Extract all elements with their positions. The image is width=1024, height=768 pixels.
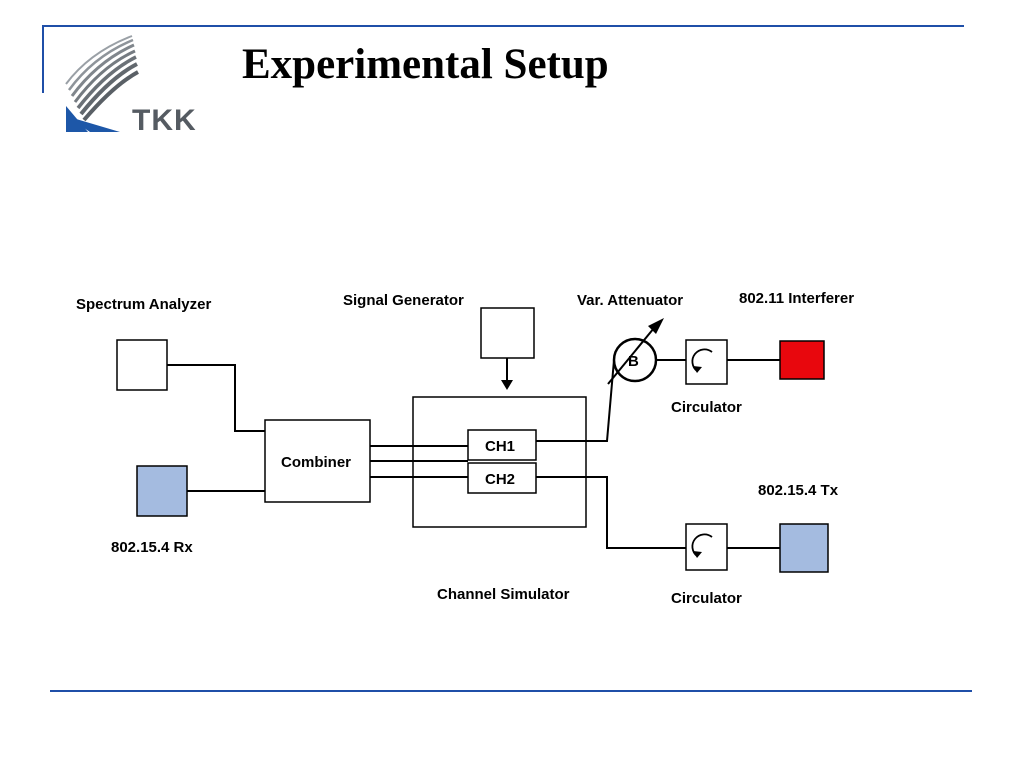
tx-device-box bbox=[779, 523, 829, 573]
tkk-logo-icon bbox=[65, 35, 139, 132]
interferer-device-box bbox=[779, 340, 825, 380]
circulator-top-arrow-icon bbox=[693, 366, 702, 373]
analyzer-wire bbox=[167, 364, 265, 432]
signal-generator-box bbox=[480, 307, 535, 359]
circulator-bottom-label: Circulator bbox=[671, 590, 742, 607]
channel-simulator-label: Channel Simulator bbox=[437, 586, 570, 603]
interferer-label: 802.11 Interferer bbox=[739, 290, 854, 307]
bottom-rule bbox=[50, 690, 972, 692]
combiner-label: Combiner bbox=[281, 454, 351, 471]
ch1-box bbox=[467, 429, 537, 461]
top-rule bbox=[42, 25, 964, 27]
ch2-out-wire bbox=[536, 476, 686, 549]
circulator-bottom-arrow-icon bbox=[693, 551, 702, 558]
logo-text: TKK bbox=[132, 104, 197, 137]
rx-label: 802.15.4 Rx bbox=[111, 539, 193, 556]
ch1-label: CH1 bbox=[485, 438, 515, 455]
var-attenuator-arrow-icon bbox=[648, 318, 664, 334]
signal-generator-label: Signal Generator bbox=[343, 292, 464, 309]
ch1-out-wire bbox=[536, 359, 615, 442]
spectrum-analyzer-label: Spectrum Analyzer bbox=[76, 296, 211, 313]
slide-title: Experimental Setup bbox=[242, 41, 609, 88]
left-rule bbox=[42, 25, 44, 93]
spectrum-analyzer-box bbox=[116, 339, 168, 391]
var-attenuator-arrow-line bbox=[607, 327, 655, 385]
var-attenuator-symbol: B bbox=[628, 353, 639, 370]
ch2-label: CH2 bbox=[485, 471, 515, 488]
var-attenuator-label: Var. Attenuator bbox=[577, 292, 683, 309]
rx-device-box bbox=[136, 465, 188, 517]
circulator-top-label: Circulator bbox=[671, 399, 742, 416]
combiner-box bbox=[264, 419, 371, 503]
ch2-box bbox=[467, 462, 537, 494]
tx-label: 802.15.4 Tx bbox=[758, 482, 839, 499]
signal-generator-arrow-icon bbox=[501, 380, 513, 390]
